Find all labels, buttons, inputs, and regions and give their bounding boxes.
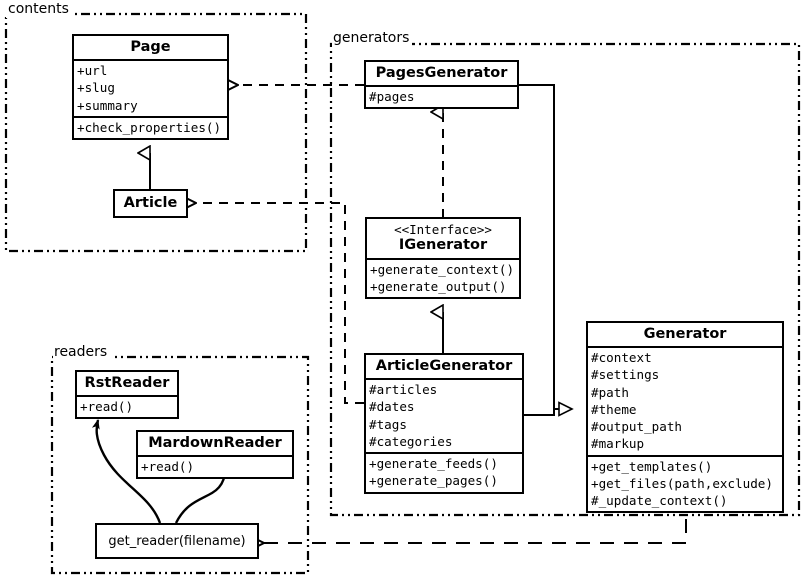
class-page-attributes: +url +slug +summary <box>74 59 227 116</box>
readers-package-label: readers <box>54 344 108 360</box>
class-mardownreader-title: MardownReader <box>148 435 282 451</box>
attribute-row: #markup <box>591 436 645 452</box>
operation-row: +generate_output() <box>370 278 507 294</box>
class-igenerator-name: IGenerator <box>398 237 488 254</box>
generalization-pagesgenerator-to-generator <box>518 84 574 417</box>
operation-row: +get_templates() <box>591 458 713 474</box>
attribute-row: +summary <box>77 97 138 113</box>
operation-row: #_update_context() <box>591 493 728 509</box>
class-articlegenerator[interactable]: ArticleGenerator #articles #dates #tags … <box>364 353 524 494</box>
class-igenerator-operations: +generate_context() +generate_output() <box>367 257 519 298</box>
attribute-row: #theme <box>591 401 637 417</box>
operation-row: +read() <box>141 459 195 475</box>
class-generator-attributes: #context #settings #path #theme #output_… <box>588 346 782 455</box>
attribute-row: #dates <box>369 399 415 415</box>
class-generator[interactable]: Generator #context #settings #path #them… <box>586 321 784 514</box>
class-rstreader[interactable]: RstReader +read() <box>75 370 179 420</box>
generators-package-label: generators <box>333 30 410 46</box>
attribute-row: #tags <box>369 416 407 432</box>
class-igenerator-stereotype: <<Interface>> <box>394 222 492 237</box>
attribute-row: +url <box>77 63 108 79</box>
class-pagesgenerator[interactable]: PagesGenerator #pages <box>364 60 519 110</box>
class-igenerator[interactable]: <<Interface>> IGenerator +generate_conte… <box>365 217 521 300</box>
attribute-row: #settings <box>591 367 660 383</box>
class-mardownreader[interactable]: MardownReader +read() <box>136 430 294 480</box>
class-generator-title: Generator <box>643 326 727 342</box>
attribute-row: #path <box>591 384 629 400</box>
class-generator-operations: +get_templates() +get_files(path,exclude… <box>588 454 782 512</box>
class-mardownreader-operations: +read() <box>138 455 292 477</box>
class-article-title: Article <box>123 195 178 211</box>
function-get-reader-label: get_reader(filename) <box>108 533 246 549</box>
readers-label-mask <box>53 347 113 361</box>
class-page-title: Page <box>130 39 171 55</box>
attribute-row: #pages <box>369 89 415 105</box>
class-articlegenerator-title: ArticleGenerator <box>375 358 513 374</box>
operation-row: +generate_feeds() <box>369 456 498 472</box>
generators-label-mask <box>332 34 412 48</box>
class-pagesgenerator-title: PagesGenerator <box>375 65 508 81</box>
attribute-row: #context <box>591 350 652 366</box>
class-igenerator-title: <<Interface>> IGenerator <box>367 219 519 258</box>
contents-package-label: contents <box>8 1 69 17</box>
operation-row: +generate_context() <box>370 261 515 277</box>
class-pagesgenerator-attributes: #pages <box>366 85 517 107</box>
operation-row: +read() <box>80 399 134 415</box>
function-get-reader[interactable]: get_reader(filename) <box>95 523 259 559</box>
attribute-row: +slug <box>77 80 115 96</box>
attribute-row: #output_path <box>591 419 682 435</box>
class-page[interactable]: Page +url +slug +summary +check_properti… <box>72 34 229 141</box>
class-article[interactable]: Article <box>113 189 188 219</box>
operation-row: +get_files(path,exclude) <box>591 475 773 491</box>
dependency-articlegenerator-to-article <box>196 203 364 404</box>
operation-row: +check_properties() <box>77 119 222 135</box>
operation-row: +generate_pages() <box>369 473 498 489</box>
class-page-operations: +check_properties() <box>74 115 227 138</box>
attribute-row: #articles <box>369 382 438 398</box>
generalization-articlegenerator-to-generator <box>523 409 555 416</box>
class-rstreader-operations: +read() <box>77 395 177 417</box>
class-articlegenerator-operations: +generate_feeds() +generate_pages() <box>366 452 522 492</box>
class-articlegenerator-attributes: #articles #dates #tags #categories <box>366 378 522 452</box>
contents-label-mask <box>6 4 72 18</box>
attribute-row: #categories <box>369 433 453 449</box>
class-rstreader-title: RstReader <box>84 375 170 391</box>
